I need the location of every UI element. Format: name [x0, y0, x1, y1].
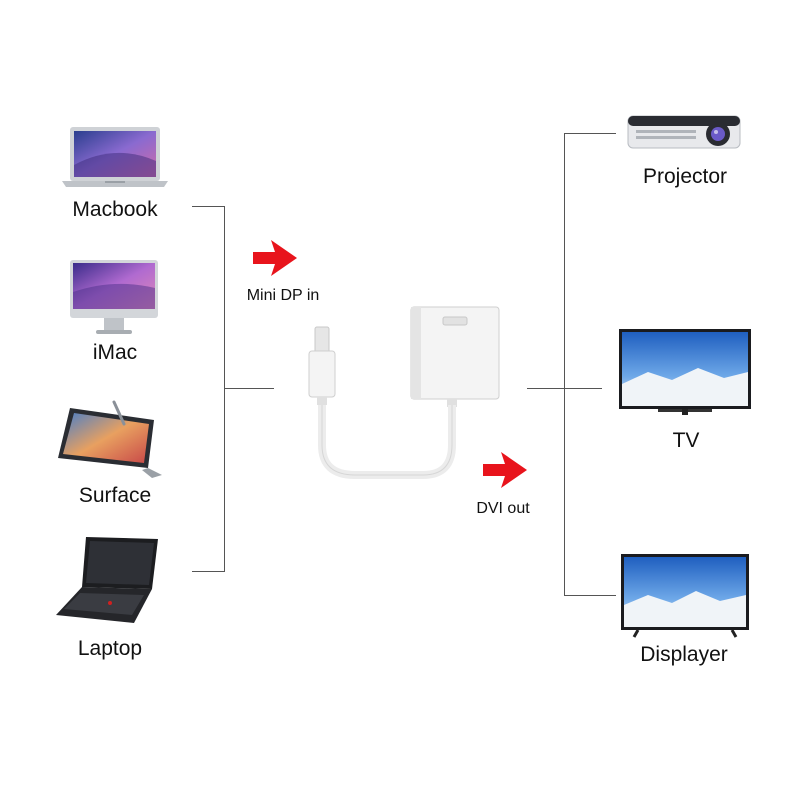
wire-projector: [564, 133, 616, 134]
source-label-imac: iMac: [92, 341, 138, 364]
output-label-displayer: Displayer: [640, 643, 728, 666]
projector-icon: [627, 115, 741, 149]
wire-laptop: [192, 571, 225, 572]
mini-dp-input-arrow-icon: [253, 240, 297, 276]
wire-to-adapter-input: [224, 388, 274, 389]
source-label-surface: Surface: [78, 484, 152, 507]
monitor-icon: [621, 554, 749, 638]
tv-icon: [619, 329, 751, 415]
surface-tablet-icon: [58, 400, 162, 478]
dvi-output-arrow-icon: [483, 452, 527, 488]
imac-icon: [70, 260, 158, 334]
wire-macbook: [192, 206, 225, 207]
adapter-output-label: DVI out: [476, 500, 530, 517]
wire-displayer: [564, 595, 616, 596]
source-label-laptop: Laptop: [77, 637, 143, 660]
output-label-tv: TV: [672, 429, 700, 452]
macbook-icon: [62, 127, 168, 187]
output-label-projector: Projector: [642, 165, 728, 188]
source-label-macbook: Macbook: [72, 198, 158, 221]
mini-dp-to-dvi-adapter-icon: [308, 306, 500, 479]
right-bracket-vertical: [564, 133, 565, 595]
left-bracket-vertical: [224, 206, 225, 572]
adapter-input-label: Mini DP in: [246, 287, 320, 304]
thinkpad-laptop-icon: [56, 537, 158, 623]
